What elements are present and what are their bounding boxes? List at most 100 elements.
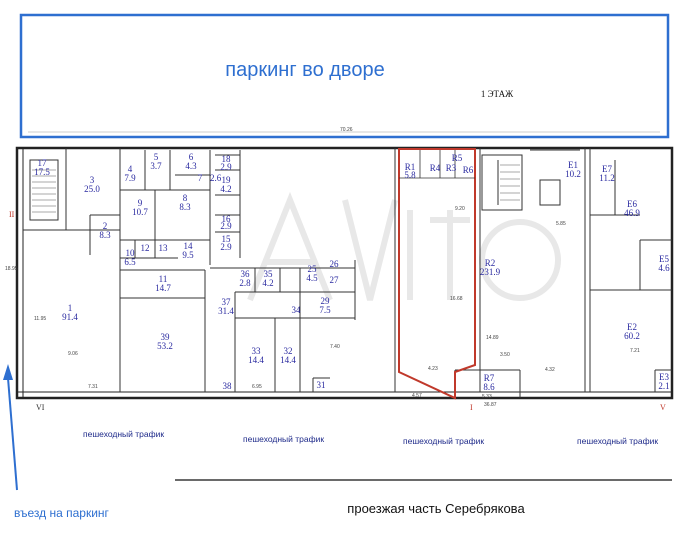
room-id: 39 bbox=[161, 332, 171, 342]
room-id: 35 bbox=[264, 269, 274, 279]
axis-bottom-right: V bbox=[660, 403, 666, 412]
room-area: 5.8 bbox=[404, 170, 416, 180]
room-area: 8.3 bbox=[179, 202, 191, 212]
room-area: 10.2 bbox=[565, 169, 581, 179]
traffic-labels: пешеходный трафик пешеходный трафик пеше… bbox=[83, 429, 658, 446]
highlighted-unit-rooms bbox=[399, 150, 475, 179]
room-id: E3 bbox=[659, 372, 669, 382]
room-id: 14 bbox=[184, 241, 194, 251]
axis-bottom-mid: I bbox=[470, 403, 473, 412]
room-area: 53.2 bbox=[157, 341, 173, 351]
dimension: 9.20 bbox=[455, 206, 465, 212]
room-id: 12 bbox=[141, 243, 150, 253]
room-area: 60.2 bbox=[624, 331, 640, 341]
dimension: 6.95 bbox=[252, 384, 262, 390]
room-labels: 17 17.5 3 25.0 2 8.3 5 3.7 6 4.3 4 7.9 9… bbox=[34, 152, 670, 392]
outer-walls bbox=[15, 146, 674, 400]
room-id: E1 bbox=[568, 160, 578, 170]
room-id: 27 bbox=[330, 275, 340, 285]
room-area: 7.9 bbox=[124, 173, 136, 183]
room-id: E5 bbox=[659, 254, 669, 264]
traffic-label: пешеходный трафик bbox=[403, 436, 484, 446]
room-id: 36 bbox=[241, 269, 251, 279]
room-id: 19 bbox=[222, 175, 232, 185]
room-area: 4.6 bbox=[658, 263, 670, 273]
room-area: 8.6 bbox=[483, 382, 495, 392]
dimension: 14.89 bbox=[486, 335, 499, 341]
room-id: 38 bbox=[223, 381, 233, 391]
dimension: 5.33 bbox=[482, 394, 492, 400]
dimension: 11.95 bbox=[34, 316, 46, 322]
room-area: 6.5 bbox=[124, 257, 136, 267]
room-id: 13 bbox=[159, 243, 169, 253]
room-area: 17.5 bbox=[34, 167, 50, 177]
room-id: 33 bbox=[252, 346, 262, 356]
entry-label: въезд на паркинг bbox=[14, 506, 110, 520]
room-area: 14.4 bbox=[280, 355, 296, 365]
width-dimension: 70.26 bbox=[340, 127, 353, 133]
room-id: 31 bbox=[317, 380, 326, 390]
street-label: проезжая часть Серебрякова bbox=[347, 501, 525, 516]
room-area: 10.7 bbox=[132, 207, 148, 217]
dimension: 7.40 bbox=[330, 344, 340, 350]
room-id: 5 bbox=[154, 152, 159, 162]
room-id: 10 bbox=[126, 248, 136, 258]
room-area: 2.1 bbox=[658, 381, 669, 391]
stairs bbox=[32, 164, 520, 213]
highlighted-unit-outline bbox=[398, 148, 476, 400]
room-id: 25 bbox=[308, 264, 318, 274]
room-id: R1 bbox=[405, 162, 416, 172]
room-id: 9 bbox=[138, 198, 143, 208]
room-id: 2 bbox=[103, 221, 108, 231]
traffic-label: пешеходный трафик bbox=[243, 434, 324, 444]
room-id: 11 bbox=[159, 274, 168, 284]
arrow-up-icon bbox=[3, 364, 18, 491]
room-id: E7 bbox=[602, 164, 612, 174]
room-area: 25.0 bbox=[84, 184, 100, 194]
room-id: 8 bbox=[183, 193, 188, 203]
room-id: 32 bbox=[284, 346, 293, 356]
room-area: 4.3 bbox=[185, 161, 197, 171]
dimension: 3.50 bbox=[500, 352, 510, 358]
dimension: 4.23 bbox=[428, 366, 438, 372]
room-id: R5 bbox=[452, 153, 463, 163]
parking-banner bbox=[19, 13, 670, 139]
axis-markers: II VI I V bbox=[9, 210, 666, 412]
room-area: 2.9 bbox=[220, 242, 232, 252]
axis-bottom-left: VI bbox=[36, 403, 45, 412]
dimension: 4.32 bbox=[545, 367, 555, 373]
dimension: 9.06 bbox=[68, 351, 78, 357]
room-area: 4.2 bbox=[262, 278, 273, 288]
room-area: 9.5 bbox=[182, 250, 194, 260]
room-area: 2.8 bbox=[239, 278, 251, 288]
room-id: R3 bbox=[446, 163, 457, 173]
room-area: 4.5 bbox=[306, 273, 318, 283]
room-area: 2.9 bbox=[220, 162, 232, 172]
room-id: 16 bbox=[222, 214, 232, 224]
room-id: 3 bbox=[90, 175, 95, 185]
room-id: E6 bbox=[627, 199, 637, 209]
room-id: 15 bbox=[222, 234, 232, 244]
room-id: R7 bbox=[484, 373, 495, 383]
traffic-label: пешеходный трафик bbox=[577, 436, 658, 446]
room-area: 2.6 bbox=[210, 173, 222, 183]
room-area: 7.5 bbox=[319, 305, 331, 315]
room-area: 91.4 bbox=[62, 312, 78, 322]
room-area: 14.4 bbox=[248, 355, 264, 365]
room-area: 8.3 bbox=[99, 230, 111, 240]
room-id: 26 bbox=[330, 259, 340, 269]
room-area: 14.7 bbox=[155, 283, 171, 293]
room-id: 4 bbox=[128, 164, 133, 174]
floor-label: 1 ЭТАЖ bbox=[481, 89, 514, 99]
dimension: 7.31 bbox=[88, 384, 98, 390]
dimension-labels: 7.31 6.95 9.06 7.40 4.23 4.32 7.21 14.89… bbox=[5, 206, 640, 408]
room-id: R2 bbox=[485, 258, 496, 268]
traffic-label: пешеходный трафик bbox=[83, 429, 164, 439]
watermark bbox=[247, 191, 561, 302]
room-id: 37 bbox=[222, 297, 232, 307]
dimension: 4.57 bbox=[412, 393, 422, 399]
room-id: R6 bbox=[463, 165, 474, 175]
dimension: 18.95 bbox=[5, 266, 18, 272]
room-area: 46.9 bbox=[624, 208, 640, 218]
